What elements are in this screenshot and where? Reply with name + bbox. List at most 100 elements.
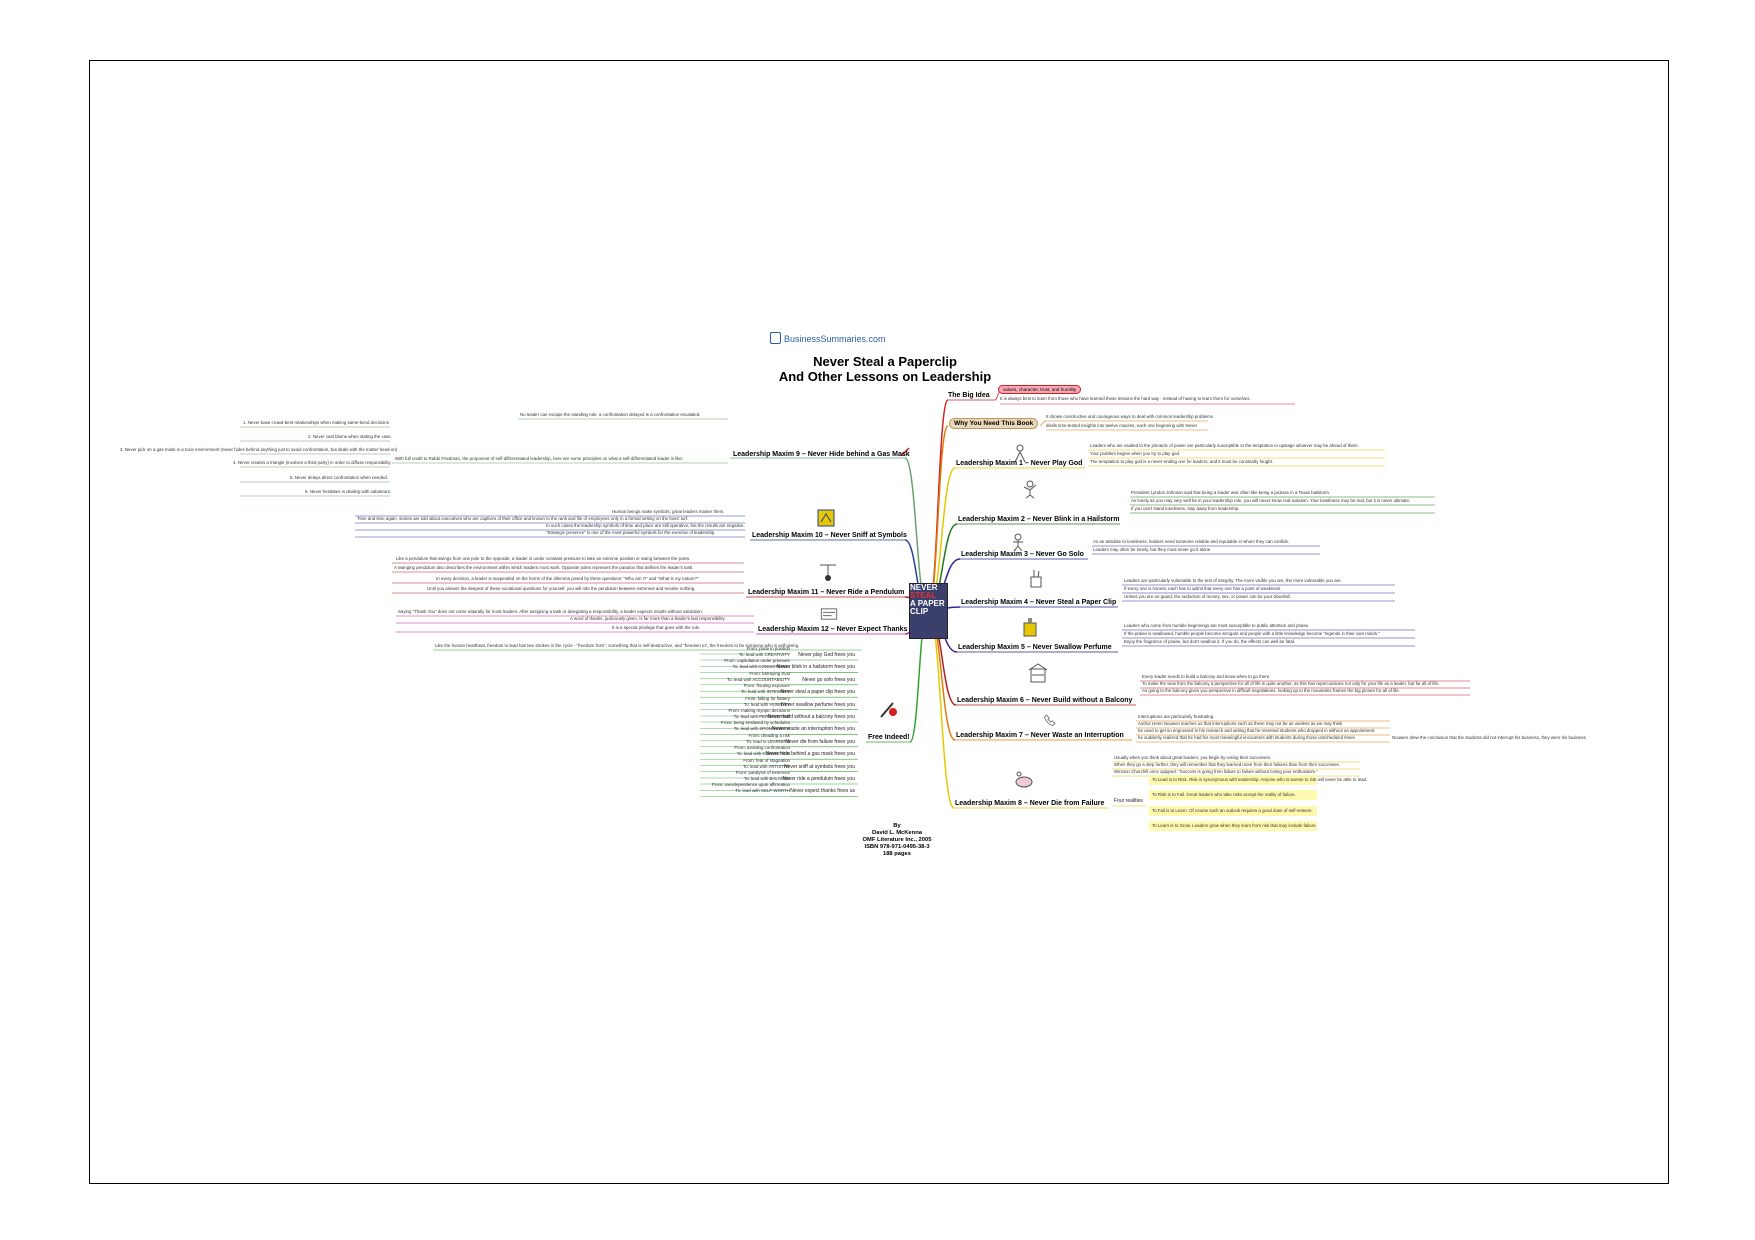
author-by: By [893, 823, 901, 829]
branch-maxim-4: Leadership Maxim 4 – Never Steal a Paper… [961, 599, 1117, 606]
praying-figure-icon [1014, 444, 1026, 463]
maxim-4-item: If every one is honest, each has to admi… [1124, 586, 1282, 591]
branch-big-idea: The Big Idea [948, 392, 990, 399]
free-indeed-to: To: lead with HUMILITY [743, 701, 790, 707]
maxim-6-item: To make the view from the balcony a pers… [1142, 681, 1440, 686]
maxim-9-principle: 5. Never delays direct confrontation whe… [290, 475, 388, 480]
freedom-scroll-icon [880, 702, 897, 718]
maxim-8-item: Winston Churchill once quipped: "Success… [1114, 769, 1318, 774]
maxim-11-item: In every decision, a leader is suspended… [436, 576, 699, 581]
free-indeed-from: From: flouting exposure [743, 683, 790, 689]
free-indeed-to: To: lead with INTEGRITY [740, 689, 790, 695]
free-indeed-to: To: lead with ACCOUNTABILITY [726, 676, 790, 682]
branch-maxim-8: Leadership Maxim 8 – Never Die from Fail… [955, 800, 1105, 807]
big-idea-item: It is always best to learn from those wh… [1000, 396, 1251, 401]
reality-highlight [1149, 790, 1317, 800]
page-count: 188 pages [882, 851, 912, 857]
logo-icon [770, 332, 781, 344]
maxim-9-sub: With full credit to Rabbi Friedman, the … [395, 456, 684, 461]
reality-highlight [1149, 775, 1317, 785]
free-indeed-to: To: lead with PERSPECTIVE [733, 714, 790, 719]
symbols-poster-icon [817, 509, 835, 527]
free-indeed-from: From: betraying trust [749, 670, 790, 676]
maxim-9-principle: 1. Never base crowd-bent relationships w… [243, 420, 389, 425]
free-indeed-item: Never go solo frees you [802, 676, 855, 683]
reality-item: To Learn is to Grow. Leaders grow when t… [1152, 823, 1317, 828]
branch-maxim-9: Leadership Maxim 9 – Never Hide behind a… [733, 451, 910, 458]
page-title: Never Steal a Paperclip [813, 354, 957, 369]
maxim-9-principle: 4. Never creates a triangle (involves a … [233, 460, 392, 465]
paper-clip-cup-icon [1030, 570, 1042, 588]
author-block: By David L. McKenna OMF Literature Inc.,… [852, 823, 942, 858]
reality-item: To Lead is to Risk. Risk is synonymous w… [1152, 777, 1368, 782]
four-realities-label: Four realities [1114, 798, 1143, 804]
cover-word: CLIP [910, 607, 929, 616]
free-indeed-from: From: falling for flattery [745, 695, 790, 701]
free-indeed-item: Never die from failure frees you [785, 738, 855, 745]
maxim-12-item: Saying "Thank You" does not come natural… [398, 609, 703, 614]
maxim-5-item: If the praise is swallowed, humble peopl… [1124, 631, 1380, 636]
maxim-9-principle: 3. Never pick on a gas mask in a toxic e… [120, 447, 398, 452]
branch-free-indeed: Free Indeed! [868, 734, 910, 741]
maxim-5-item: Leaders who come from humble beginnings … [1124, 623, 1310, 628]
maxim-5-item: Enjoy the fragrance of praise, but don't… [1124, 639, 1296, 644]
maxim-4-item: Unless you are on guard, the seduction o… [1124, 594, 1291, 599]
maxim-10-item: In such cases the leadership symbols of … [546, 523, 745, 528]
big-idea-keywords: values, character, trust, and humility [998, 385, 1082, 394]
perfume-bottle-icon [1023, 618, 1037, 637]
maxim-1-item: Your problem begins when you try to play… [1090, 451, 1181, 456]
author-name: David L. McKenna [872, 830, 922, 836]
branch-maxim-11: Leadership Maxim 11 – Never Ride a Pendu… [748, 589, 905, 596]
why-item: It shows constructive and courageous way… [1046, 414, 1213, 419]
reality-highlight [1149, 821, 1317, 831]
maxim-1-item: Leaders who are vaulted to the pinnacle … [1090, 443, 1359, 448]
free-indeed-from: From: capitulation under pressure [724, 658, 790, 664]
book-cover-image: NEVER STEAL A PAPER CLIP [909, 583, 948, 639]
free-indeed-item: Never swallow perfume frees you [781, 701, 855, 708]
page-frame [89, 60, 1669, 1184]
maxim-12-item: A word of thanks, judiciously given, is … [570, 616, 726, 621]
free-indeed-to: To: lead with CREATIVITY [738, 652, 790, 657]
maxim-7-item: he used to get so engrossed in his resea… [1138, 728, 1375, 733]
free-indeed-to: To: lead with BALANCE [743, 776, 790, 781]
maxim-10-item: Time and time again, stories are told ab… [357, 516, 689, 521]
underline [1039, 419, 1047, 427]
why-item: distils time-tested insights into twelve… [1046, 423, 1198, 428]
maxim-6-item: Every leader needs to build a balcony an… [1142, 674, 1271, 679]
phone-icon [1043, 714, 1056, 726]
maxim-2-item: If you can't stand loneliness, stay away… [1131, 506, 1240, 511]
free-indeed-item: Never waste an interruption frees you [771, 726, 855, 733]
branch-maxim-10: Leadership Maxim 10 – Never Sniff at Sym… [752, 532, 907, 539]
free-indeed-to: To: lead with ARTISTRY [743, 763, 790, 769]
maxim-9-principle: 2. Never cast blame when stating the cas… [308, 434, 392, 439]
free-indeed-from: From: fear of stagnation [743, 757, 790, 763]
site-logo: BusinessSummaries.com [784, 334, 886, 344]
free-indeed-item: Never ride a pendulum frees you [782, 776, 855, 782]
branch-maxim-5: Leadership Maxim 5 – Never Swallow Perfu… [958, 644, 1112, 651]
free-indeed-item: Never steal a paper clip frees you [780, 689, 855, 696]
branch-maxim-6: Leadership Maxim 6 – Never Build without… [957, 697, 1133, 704]
cover-word: A PAPER [910, 599, 945, 608]
maxim-7-item: Interruptions are particularly frustrati… [1138, 714, 1215, 719]
reality-item: To Fail is to Learn. Of course such an o… [1152, 808, 1313, 813]
cover-word: STEAL [910, 591, 937, 600]
branch-why-you-need-this-book: Why You Need This Book [949, 418, 1039, 429]
free-indeed-to: To: lead in LEARNING [746, 738, 790, 744]
maxim-11-item: A swinging pendulum also describes the e… [394, 565, 694, 570]
maxim-10-item: Human beings make symbols; great leaders… [612, 509, 725, 514]
branch-maxim-7: Leadership Maxim 7 – Never Waste an Inte… [956, 732, 1124, 739]
maxim-10-item: "Strategic presence" is one of the most … [546, 530, 716, 535]
free-indeed-from: From: avoiding confrontation [734, 745, 790, 751]
maxim-3-item: Leaders may often be lonely, but they mu… [1093, 547, 1212, 552]
free-indeed-to: To: lead with SELF-WORTH [735, 788, 790, 794]
isbn: ISBN 978-971-0495-38-3 [864, 844, 930, 850]
connector-line [927, 609, 955, 809]
man-in-hail-icon [1023, 480, 1037, 499]
maxim-7-item: he suddenly realized that he had his mos… [1138, 735, 1355, 740]
free-indeed-from: From: dreading a risk [748, 732, 790, 738]
maxim-12-item: It is a special privilege that goes with… [612, 625, 701, 630]
publisher: OMF Literature Inc., 2005 [862, 837, 932, 843]
thank-you-note-icon [820, 608, 838, 620]
maxim-8-item: When they go a step further, they will r… [1114, 762, 1340, 767]
